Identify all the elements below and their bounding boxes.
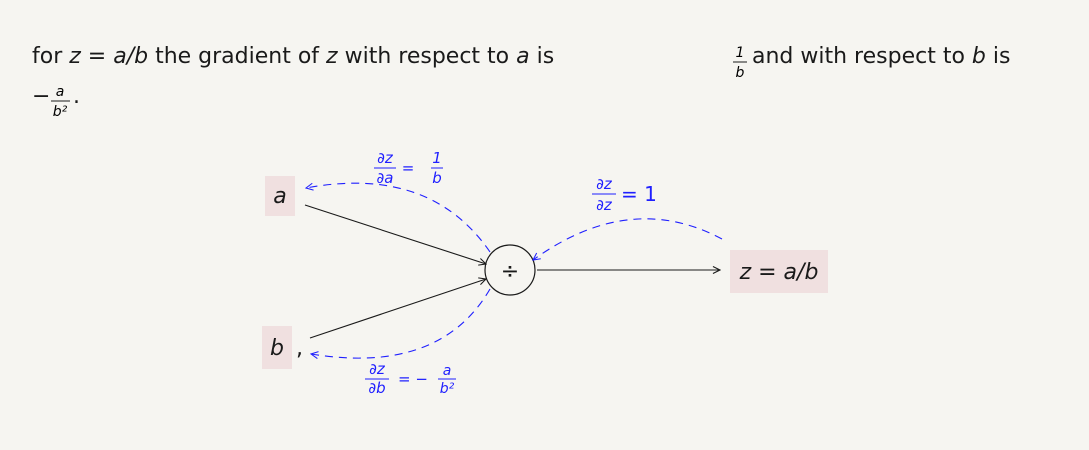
- grad-a-den: ∂a: [377, 169, 394, 187]
- intro-minus: −: [32, 84, 50, 109]
- node-b-box: [262, 326, 292, 369]
- grad-z-num: ∂z: [596, 175, 613, 193]
- grad-z-eq: = 1: [621, 182, 657, 206]
- divide-operator: ÷: [501, 259, 519, 284]
- node-b: b: [270, 336, 284, 361]
- grad-a-rnum: 1: [432, 149, 442, 167]
- grad-edge-z: [533, 218, 723, 260]
- grad-z-den: ∂z: [596, 196, 613, 214]
- edge-b-to-divide: [309, 279, 486, 339]
- frac1-denominator: b: [736, 65, 745, 81]
- grad-z-label: ∂z ∂z = 1: [592, 175, 657, 214]
- grad-b-label: ∂z ∂b = − a b²: [365, 360, 456, 397]
- intro-line-1b: and with respect to b is: [752, 44, 1010, 69]
- node-a-box: [265, 176, 295, 216]
- node-b-comma: ,: [296, 336, 303, 361]
- grad-b-rnum: a: [443, 363, 452, 379]
- grad-a-eq: =: [402, 159, 415, 177]
- grad-edge-a: [306, 182, 491, 253]
- grad-b-den: ∂b: [368, 379, 385, 397]
- grad-a-num: ∂z: [377, 149, 394, 167]
- grad-b-num: ∂z: [369, 360, 386, 378]
- node-z: z = a/b: [739, 260, 819, 285]
- grad-edge-b: [311, 288, 491, 358]
- grad-b-rden: b²: [440, 381, 455, 397]
- edge-a-to-divide: [304, 204, 486, 264]
- node-z-box: [730, 250, 828, 293]
- intro-line-1: for z = a/b the gradient of z with respe…: [32, 44, 554, 69]
- frac1-numerator: 1: [736, 45, 745, 61]
- grad-a-rden: b: [432, 169, 442, 187]
- intro-end: .: [73, 84, 80, 109]
- frac2-numerator: a: [56, 84, 65, 100]
- node-a: a: [273, 184, 286, 209]
- frac2-denominator: b²: [53, 104, 68, 120]
- grad-b-eq: = −: [398, 370, 428, 388]
- divide-operator-node: [484, 244, 536, 296]
- grad-a-label: ∂z ∂a = 1 b: [374, 149, 443, 187]
